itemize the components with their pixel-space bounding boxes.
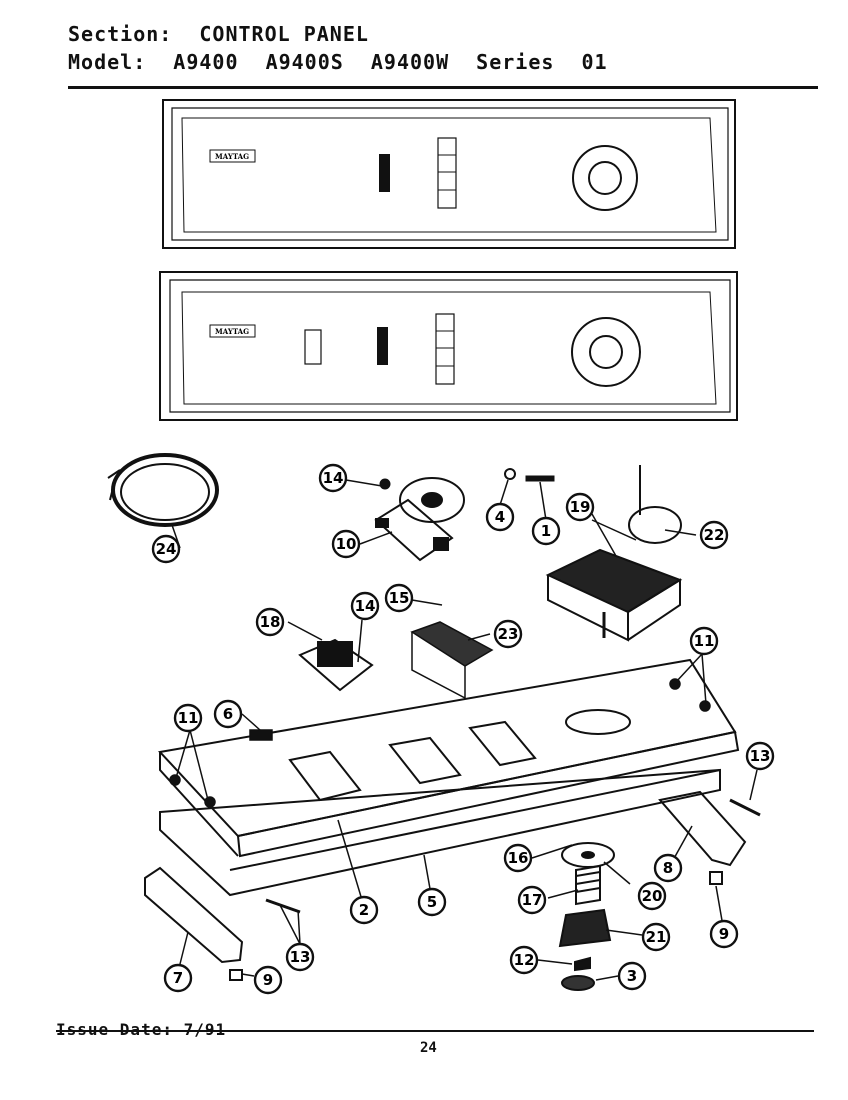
callout-1: 1 <box>531 516 561 546</box>
callout-3: 3 <box>617 961 647 991</box>
end-bracket-right <box>658 790 747 867</box>
buzzer-assembly <box>374 477 465 562</box>
callout-11a-label: 11 <box>178 709 199 727</box>
callout-20-label: 20 <box>642 887 663 905</box>
callout-3-label: 3 <box>627 967 637 985</box>
callout-20: 20 <box>637 881 667 911</box>
callout-21-label: 21 <box>646 928 667 946</box>
callout-5: 5 <box>417 887 447 917</box>
callout-6-label: 6 <box>223 705 233 723</box>
callout-15: 15 <box>384 583 414 613</box>
callout-5-label: 5 <box>427 893 437 911</box>
switch-bank <box>410 621 494 700</box>
callout-13b-label: 13 <box>750 747 771 765</box>
console-rail <box>159 768 721 897</box>
callout-9a-label: 9 <box>263 971 273 989</box>
callout-9b: 9 <box>709 919 739 949</box>
issue-date: Issue Date: 7/91 <box>56 1020 227 1039</box>
callout-24: 24 <box>151 534 181 564</box>
leader-lines <box>171 479 758 981</box>
callout-24-label: 24 <box>156 540 177 558</box>
callout-1-label: 1 <box>541 522 551 540</box>
model-a9400: A9400 <box>173 50 239 74</box>
callout-13a-label: 13 <box>290 948 311 966</box>
model-heading: Model: A9400 A9400S A9400W Series 01 <box>68 50 622 74</box>
fastener-parts <box>379 468 555 490</box>
callout-10-label: 10 <box>336 535 357 553</box>
callout-21: 21 <box>641 922 671 952</box>
model-a9400w: A9400W <box>370 50 450 74</box>
callout-9a: 9 <box>253 965 283 995</box>
callout-16: 16 <box>503 843 533 873</box>
callout-16-label: 16 <box>508 849 529 867</box>
callout-14b-label: 14 <box>355 597 376 615</box>
callout-14a-label: 14 <box>323 469 344 487</box>
callout-2-label: 2 <box>359 901 369 919</box>
callout-17: 17 <box>517 885 547 915</box>
knob-assembly <box>558 842 615 991</box>
callout-8-label: 8 <box>663 859 673 877</box>
callout-6: 6 <box>213 699 243 729</box>
callout-15-label: 15 <box>389 589 410 607</box>
callout-13b: 13 <box>745 741 775 771</box>
callout-8: 8 <box>653 853 683 883</box>
callout-22-label: 22 <box>704 526 725 544</box>
callout-9b-label: 9 <box>719 925 729 943</box>
callout-19-label: 19 <box>570 498 591 516</box>
callout-2: 2 <box>349 895 379 925</box>
upper-panel-brand: MAYTAG <box>215 152 249 161</box>
series-value: 01 <box>581 50 608 74</box>
footer-rule <box>56 1030 814 1032</box>
clips-and-screws <box>169 678 761 981</box>
callout-23: 23 <box>493 619 523 649</box>
callout-18-label: 18 <box>260 613 281 631</box>
callout-7-label: 7 <box>173 969 183 987</box>
section-label: Section: <box>68 22 173 46</box>
end-bracket-left <box>144 866 244 964</box>
header-rule <box>68 86 818 89</box>
callout-4-label: 4 <box>495 508 505 526</box>
console-frame <box>158 658 740 858</box>
section-value: CONTROL PANEL <box>199 22 369 46</box>
callout-11a: 11 <box>173 703 203 733</box>
control-panel-upper <box>162 99 736 249</box>
section-heading: Section: CONTROL PANEL <box>68 22 383 46</box>
control-panel-lower <box>159 271 738 421</box>
callout-7: 7 <box>163 963 193 993</box>
callout-14b: 14 <box>350 591 380 621</box>
callout-17-label: 17 <box>522 891 543 909</box>
callout-12-label: 12 <box>514 951 535 969</box>
selector-switch <box>298 638 374 692</box>
timer-assembly <box>545 465 683 642</box>
callout-10: 10 <box>331 529 361 559</box>
callout-22: 22 <box>699 520 729 550</box>
wire-harness <box>107 453 219 527</box>
callout-18: 18 <box>255 607 285 637</box>
callout-11b-label: 11 <box>694 632 715 650</box>
callout-14a: 14 <box>318 463 348 493</box>
lower-panel-brand: MAYTAG <box>215 327 249 336</box>
series-label: Series <box>476 50 555 74</box>
callout-12: 12 <box>509 945 539 975</box>
callout-4: 4 <box>485 502 515 532</box>
callout-23-label: 23 <box>498 625 519 643</box>
callout-11b: 11 <box>689 626 719 656</box>
callout-13a: 13 <box>285 942 315 972</box>
model-a9400s: A9400S <box>265 50 344 74</box>
model-label: Model: <box>68 50 147 74</box>
page-number: 24 <box>420 1040 437 1056</box>
callout-19: 19 <box>565 492 595 522</box>
